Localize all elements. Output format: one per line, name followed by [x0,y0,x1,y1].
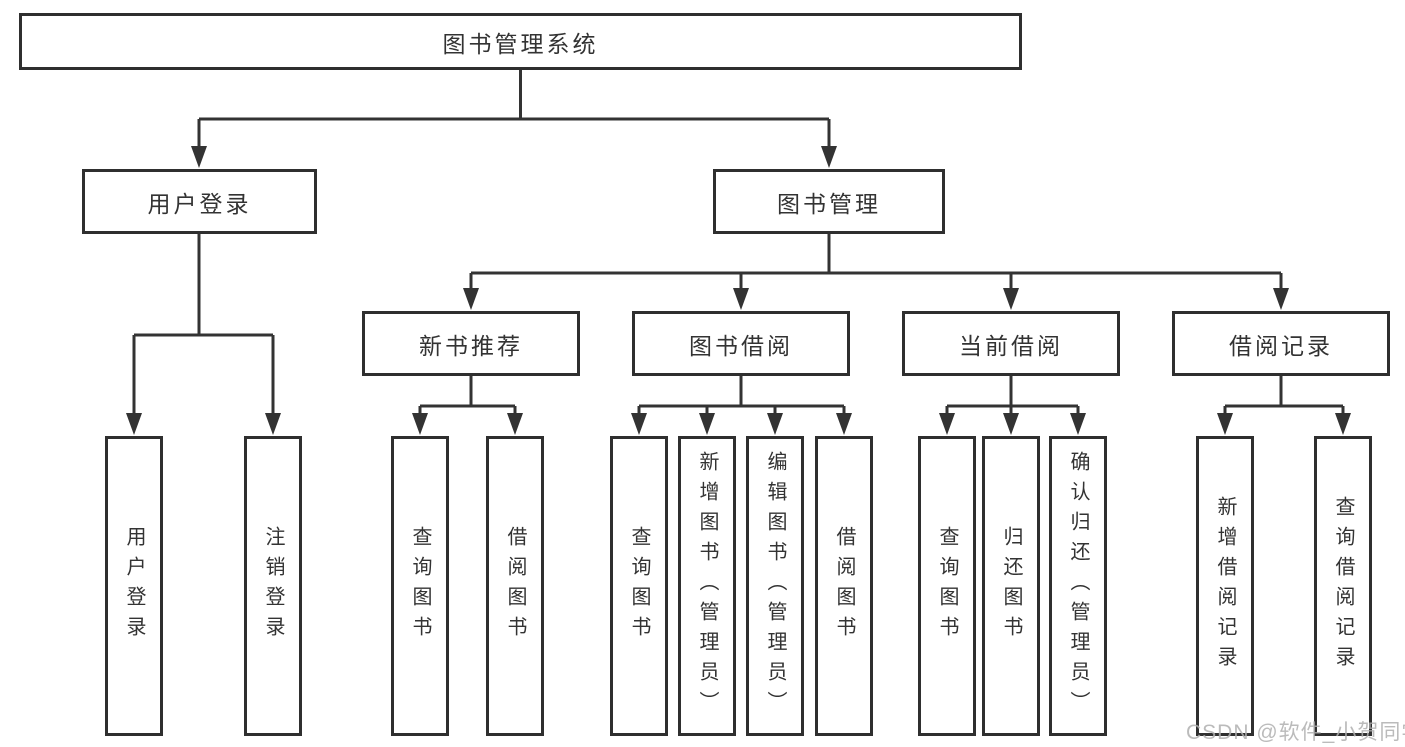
leaf-label: 查询图书 [936,526,958,646]
leaf-label: 归还图书 [1000,526,1022,646]
leaf-query-book-current: 查询图书 [918,436,976,736]
leaf-label: 编辑图书（管理员） [764,451,786,721]
leaf-query-borrow-record: 查询借阅记录 [1314,436,1372,736]
leaf-add-book-admin: 新增图书（管理员） [678,436,736,736]
node-book-management: 图书管理 [713,169,945,234]
node-borrow-records: 借阅记录 [1172,311,1390,376]
connector-new-book-branch [418,376,517,417]
leaf-label: 注销登录 [262,526,284,646]
leaf-label: 查询图书 [628,526,650,646]
leaf-borrow-book: 借阅图书 [815,436,873,736]
leaf-confirm-return-admin: 确认归还（管理员） [1049,436,1107,736]
connector-user-login-branch [132,234,275,417]
connector-book-mgmt-branch [469,234,1283,293]
leaf-label: 借阅图书 [833,526,855,646]
leaf-query-book-borrow: 查询图书 [610,436,668,736]
connector-borrow-record-branch [1223,376,1345,417]
node-library-management-system: 图书管理系统 [19,13,1022,70]
connector-current-borrow-branch [945,376,1080,417]
leaf-label: 确认归还（管理员） [1067,451,1089,721]
leaf-query-book-recommend: 查询图书 [391,436,449,736]
node-new-book-recommend: 新书推荐 [362,311,580,376]
csdn-watermark: CSDN @软件_小贺同学 [1186,721,1405,744]
connector-root-branch [197,70,831,150]
node-user-login: 用户登录 [82,169,317,234]
leaf-label: 借阅图书 [504,526,526,646]
arrowheads [126,146,1351,435]
leaf-label: 新增借阅记录 [1214,496,1236,676]
leaf-logout-login: 注销登录 [244,436,302,736]
leaf-label: 新增图书（管理员） [696,451,718,721]
leaf-label: 用户登录 [123,526,145,646]
node-current-borrow: 当前借阅 [902,311,1120,376]
leaf-borrow-book-recommend: 借阅图书 [486,436,544,736]
leaf-label: 查询借阅记录 [1332,496,1354,676]
connector-book-borrow-branch [637,376,846,417]
leaf-edit-book-admin: 编辑图书（管理员） [746,436,804,736]
leaf-user-login: 用户登录 [105,436,163,736]
leaf-return-book: 归还图书 [982,436,1040,736]
leaf-label: 查询图书 [409,526,431,646]
leaf-add-borrow-record: 新增借阅记录 [1196,436,1254,736]
node-book-borrow: 图书借阅 [632,311,850,376]
